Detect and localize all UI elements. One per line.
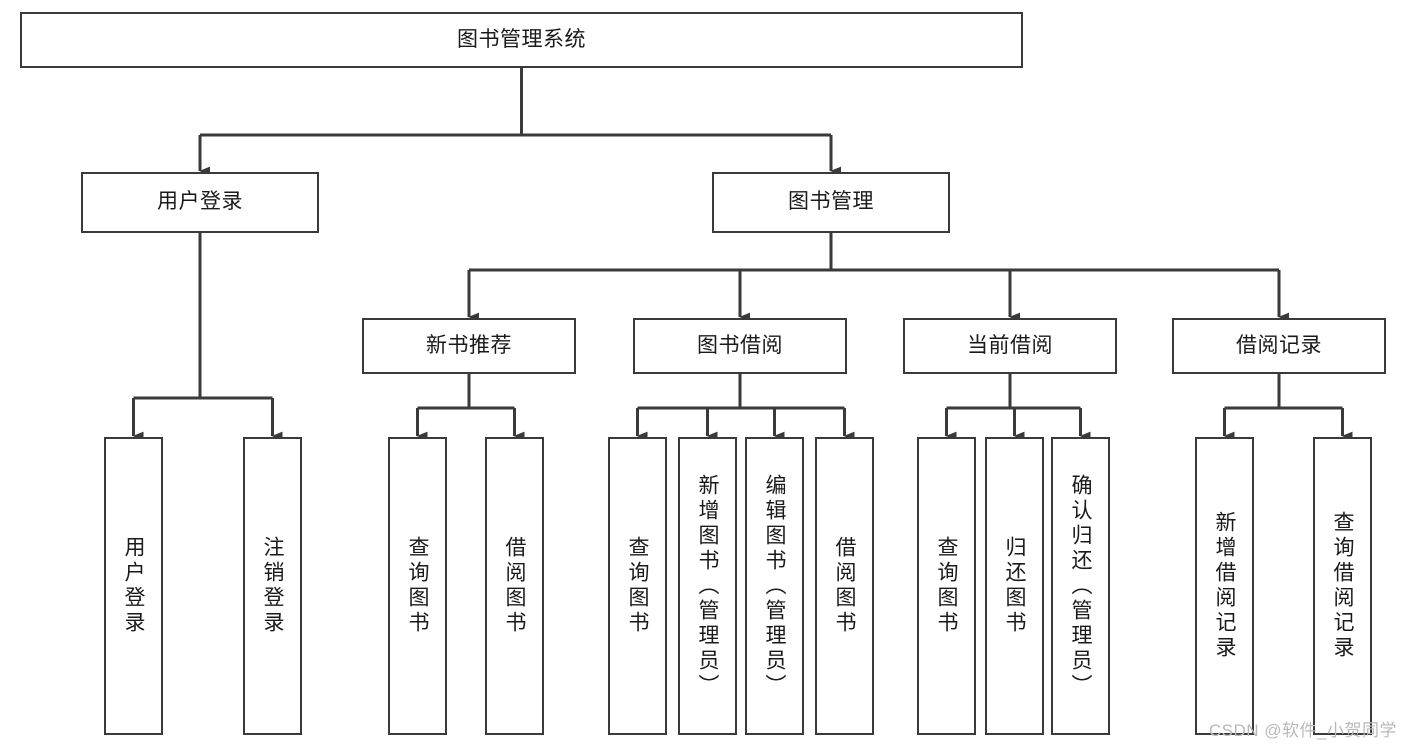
node-label: 确认归还（管理员） bbox=[1069, 473, 1092, 699]
node-label: 图书管理 bbox=[788, 190, 874, 214]
node-login[interactable]: 用户登录 bbox=[81, 172, 319, 233]
node-n_borrow[interactable]: 借阅图书 bbox=[485, 437, 544, 735]
node-b_add[interactable]: 新增图书（管理员） bbox=[678, 437, 737, 735]
watermark: CSDN @软件_小贺同学 bbox=[1208, 721, 1397, 740]
node-b_lend[interactable]: 借阅图书 bbox=[815, 437, 874, 735]
node-c_confirm[interactable]: 确认归还（管理员） bbox=[1051, 437, 1110, 735]
node-label: 借阅图书 bbox=[833, 536, 856, 636]
node-records[interactable]: 借阅记录 bbox=[1172, 318, 1386, 374]
node-label: 查询图书 bbox=[935, 536, 958, 636]
node-b_edit[interactable]: 编辑图书（管理员） bbox=[745, 437, 804, 735]
node-newbook[interactable]: 新书推荐 bbox=[362, 318, 576, 374]
node-label: 归还图书 bbox=[1003, 536, 1026, 636]
node-label: 用户登录 bbox=[157, 190, 243, 214]
node-label: 查询图书 bbox=[626, 536, 649, 636]
node-l_login[interactable]: 用户登录 bbox=[104, 437, 163, 735]
edge-group bbox=[132, 68, 1353, 441]
node-b_query[interactable]: 查询图书 bbox=[608, 437, 667, 735]
node-label: 当前借阅 bbox=[967, 333, 1053, 357]
node-r_query[interactable]: 查询借阅记录 bbox=[1313, 437, 1372, 735]
node-label: 查询图书 bbox=[406, 536, 429, 636]
node-borrow[interactable]: 图书借阅 bbox=[633, 318, 847, 374]
node-label: 图书管理系统 bbox=[457, 27, 586, 51]
node-n_query[interactable]: 查询图书 bbox=[388, 437, 447, 735]
node-current[interactable]: 当前借阅 bbox=[903, 318, 1117, 374]
node-l_logout[interactable]: 注销登录 bbox=[243, 437, 302, 735]
node-label: 新书推荐 bbox=[426, 333, 512, 357]
node-c_return[interactable]: 归还图书 bbox=[985, 437, 1044, 735]
node-bookmgmt[interactable]: 图书管理 bbox=[712, 172, 950, 233]
node-label: 查询借阅记录 bbox=[1331, 511, 1354, 661]
node-label: 借阅记录 bbox=[1236, 333, 1322, 357]
node-label: 图书借阅 bbox=[697, 333, 783, 357]
node-label: 注销登录 bbox=[261, 536, 284, 636]
node-label: 编辑图书（管理员） bbox=[763, 473, 786, 699]
node-c_query[interactable]: 查询图书 bbox=[917, 437, 976, 735]
node-label: 新增借阅记录 bbox=[1213, 511, 1236, 661]
node-r_add[interactable]: 新增借阅记录 bbox=[1195, 437, 1254, 735]
node-label: 借阅图书 bbox=[503, 536, 526, 636]
node-label: 新增图书（管理员） bbox=[696, 473, 719, 699]
node-label: 用户登录 bbox=[122, 536, 145, 636]
node-root[interactable]: 图书管理系统 bbox=[20, 12, 1023, 68]
